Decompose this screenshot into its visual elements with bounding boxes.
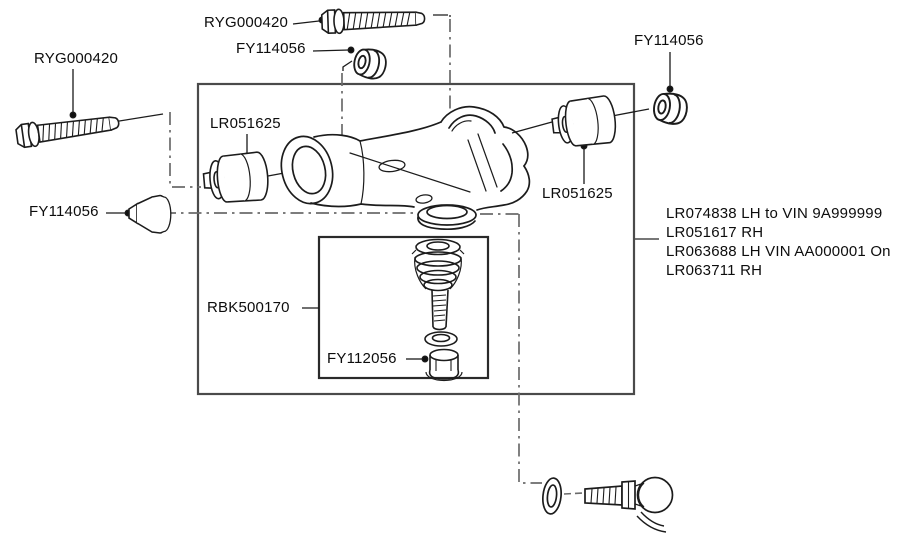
leader-bolt-top <box>292 16 326 25</box>
flange-nut-icon-right <box>650 89 691 128</box>
hex-flange-bolt-icon-left <box>14 109 122 150</box>
part-label-bushing-left: LR051625 <box>210 115 281 132</box>
washer-icon-ball-joint <box>424 331 458 347</box>
lower-control-arm-icon <box>280 105 531 231</box>
part-label-bushing-right: LR051625 <box>542 185 613 202</box>
ball-joint-icon <box>411 238 465 331</box>
variant-line-4: LR063711 RH <box>666 262 763 279</box>
suspension-bushing-icon-right <box>549 94 619 151</box>
variant-line-2: LR051617 RH <box>666 224 764 241</box>
variant-line-3: LR063688 LH VIN AA000001 On <box>666 243 891 260</box>
arm-variant-note: LR074838 LH to VIN 9A999999 LR051617 RH … <box>666 204 891 280</box>
hex-flange-bolt-icon-top <box>320 5 426 35</box>
part-label-nut-right: FY114056 <box>634 32 704 49</box>
leader-nut-left <box>106 209 132 217</box>
part-label-ball-joint-nut: FY112056 <box>327 350 397 367</box>
ball-pin-stud-icon <box>584 476 674 533</box>
leader-bolt-left <box>69 69 77 119</box>
flange-nut-icon-top <box>350 45 390 82</box>
part-label-ball-joint: RBK500170 <box>207 299 290 316</box>
part-label-nut-top: FY114056 <box>236 40 306 57</box>
washer-to-stud-dash <box>563 492 584 495</box>
variant-line-1: LR074838 LH to VIN 9A999999 <box>666 205 883 222</box>
leader-bushing-right <box>580 142 588 184</box>
leader-nut-top <box>312 46 355 54</box>
part-label-bolt-top: RYG000420 <box>204 14 289 31</box>
axis-lines <box>112 14 650 177</box>
leader-ball-joint-nut <box>406 355 429 363</box>
centerlines <box>163 19 542 484</box>
washer-icon-bottom <box>542 477 562 515</box>
part-label-bolt-left: RYG000420 <box>34 50 119 67</box>
part-label-nut-left: FY114056 <box>29 203 99 220</box>
leader-nut-right <box>666 52 674 93</box>
cone-lock-nut-icon <box>128 194 172 234</box>
suspension-bushing-icon-left <box>201 150 271 206</box>
castle-nut-icon <box>425 348 463 382</box>
